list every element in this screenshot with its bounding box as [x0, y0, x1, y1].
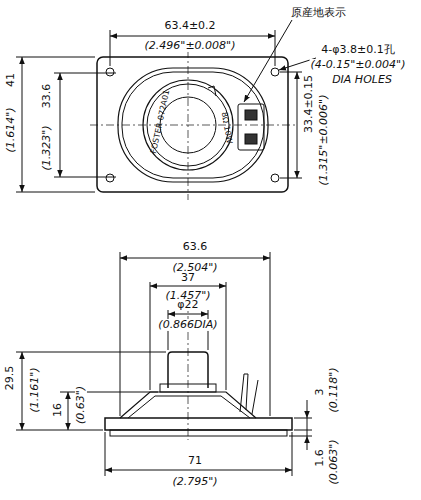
note-text: 原産地表示	[290, 7, 347, 19]
hole-spec: 4-φ3.8±0.1孔	[320, 44, 395, 56]
dimension-text: 71	[187, 455, 203, 467]
dimension-text: φ22	[176, 299, 199, 311]
dimension-text: (1.323")	[41, 124, 53, 171]
dimension-text: 63.4±0.2	[163, 20, 216, 32]
speaker-marking: 8Ω 10W	[219, 111, 234, 146]
dimension-text: (0.63")	[75, 385, 87, 425]
dimension-text: 63.6	[182, 241, 209, 253]
hole-spec: (4-0.15"±0.004")	[310, 59, 407, 71]
dimension-text: (1.161")	[29, 366, 41, 413]
dimension-text: (2.496"±0.008")	[144, 40, 237, 52]
dimension-text: 33.4±0.15	[303, 74, 315, 134]
dimension-text: (1.315"±0.006")	[318, 94, 330, 187]
dimension-text: 37	[180, 272, 196, 284]
dimension-text: (0.063")	[328, 438, 340, 485]
dimension-text: (1.614")	[5, 106, 17, 153]
dimension-text: (2.795")	[171, 476, 218, 488]
dimension-text: 29.5	[4, 365, 16, 392]
dimension-text: 41	[5, 72, 17, 88]
dimension-text: 33.6	[41, 83, 53, 110]
dimension-text: 1.6	[314, 448, 326, 468]
dimension-text: 3	[314, 388, 326, 397]
hole-spec: DIA HOLES	[331, 74, 393, 86]
dimension-text: (0.118")	[328, 366, 340, 413]
dimension-text: (0.866DIA)	[157, 319, 218, 331]
dimension-text: 16	[52, 402, 64, 418]
